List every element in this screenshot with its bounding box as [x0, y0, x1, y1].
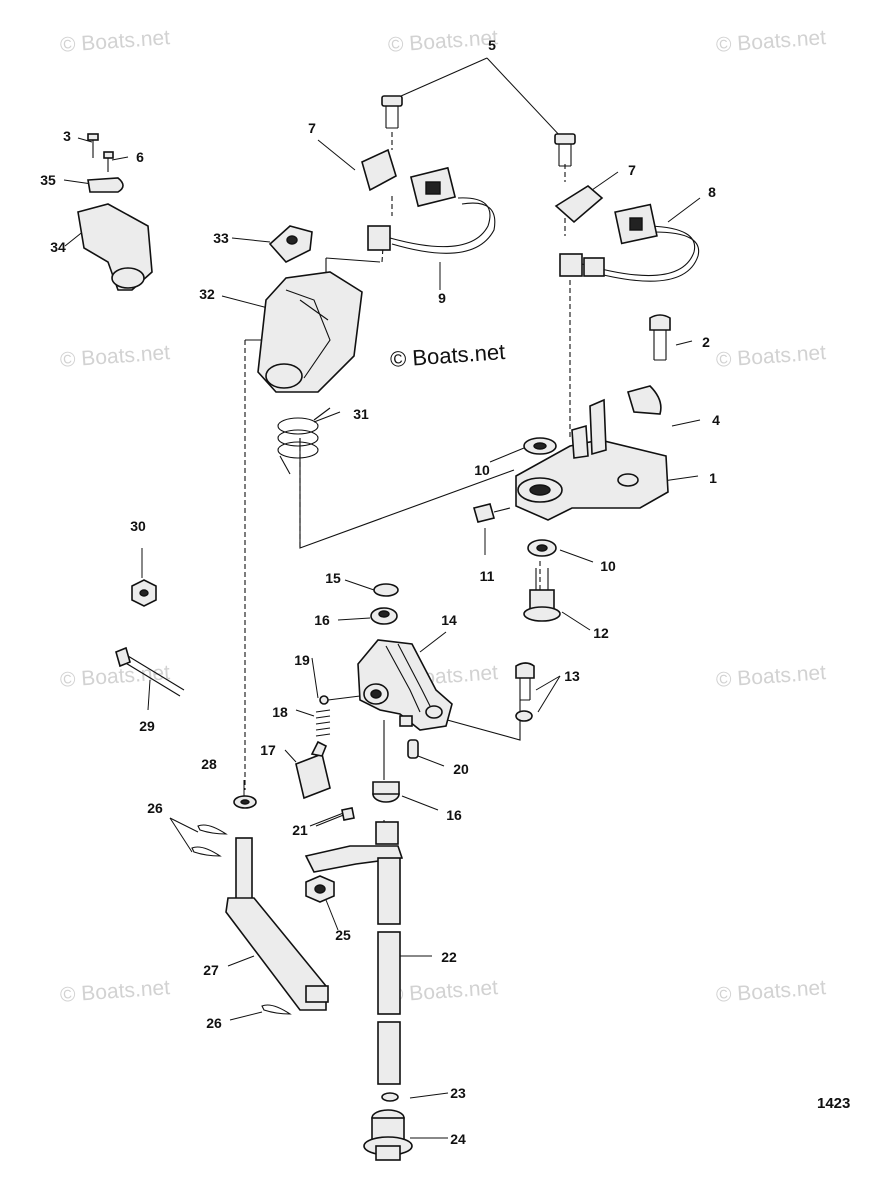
- linkage-arm-part-27: [225, 837, 329, 1011]
- spring-part-31: [277, 407, 331, 475]
- spring-part-18: [315, 709, 331, 737]
- callout-15: 15: [325, 570, 341, 586]
- callout-23: 23: [450, 1085, 466, 1101]
- plate-part-7-left: [361, 148, 397, 192]
- shoulder-bolt-part-12: [523, 568, 561, 622]
- switch-harness-part-9: [367, 166, 496, 254]
- bolt-part-13: [515, 662, 535, 722]
- callout-21: 21: [292, 822, 308, 838]
- ball-part-19: [319, 695, 329, 705]
- shift-lever-part-14: [357, 639, 453, 731]
- callout-7: 7: [628, 162, 636, 178]
- callout-6: 6: [136, 149, 144, 165]
- callout-16: 16: [314, 612, 330, 628]
- callout-26: 26: [147, 800, 163, 816]
- callout-20: 20: [453, 761, 469, 777]
- callout-11: 11: [479, 568, 495, 584]
- callout-28: 28: [201, 756, 217, 772]
- cotter-pin-part-26-upper-a: [197, 824, 228, 835]
- washer-part-15: [373, 583, 399, 597]
- bolt-part-2: [649, 314, 671, 361]
- bracket-part-1: [515, 398, 669, 521]
- callout-33: 33: [213, 230, 229, 246]
- callout-35: 35: [40, 172, 56, 188]
- callout-13: 13: [564, 668, 580, 684]
- screw-part-6: [103, 151, 114, 172]
- switch-harness-part-8: [559, 203, 700, 282]
- nut-part-30: [131, 579, 157, 607]
- bushing-part-24: [363, 1109, 413, 1161]
- callout-24: 24: [450, 1131, 466, 1147]
- callout-26: 26: [206, 1015, 222, 1031]
- callout-1: 1: [709, 470, 717, 486]
- o-ring-part-23: [381, 1092, 399, 1102]
- callout-5: 5: [488, 37, 496, 53]
- grommet-part-28: [233, 795, 257, 809]
- plunger-part-17: [295, 740, 331, 800]
- bushing-part-10-lower: [527, 539, 557, 557]
- callout-10: 10: [600, 558, 616, 574]
- bolt-part-29: [115, 646, 185, 697]
- callout-34: 34: [50, 239, 66, 255]
- cotter-pin-part-26-upper-b: [191, 846, 222, 857]
- lever-housing-part-32: [257, 271, 363, 393]
- callout-4: 4: [712, 412, 720, 428]
- nut-part-25: [305, 875, 335, 903]
- bolt-part-5-right: [554, 133, 576, 167]
- callout-14: 14: [441, 612, 457, 628]
- callout-25: 25: [335, 927, 351, 943]
- callout-19: 19: [294, 652, 310, 668]
- screw-part-3: [87, 133, 99, 158]
- cotter-pin-part-26-lower: [261, 1004, 292, 1015]
- clamp-part-4: [626, 385, 662, 415]
- callout-22: 22: [441, 949, 457, 965]
- callout-16: 16: [446, 807, 462, 823]
- clip-part-35: [87, 177, 124, 193]
- callout-31: 31: [353, 406, 369, 422]
- callout-7: 7: [308, 120, 316, 136]
- callout-8: 8: [708, 184, 716, 200]
- plate-part-7-right: [554, 185, 604, 224]
- screw-part-11: [473, 503, 511, 523]
- figure-number: 1423: [817, 1095, 851, 1112]
- callout-17: 17: [260, 742, 276, 758]
- nut-part-16-lower: [372, 781, 400, 803]
- callout-2: 2: [702, 334, 710, 350]
- callout-30: 30: [130, 518, 146, 534]
- shift-shaft-part-22: [304, 821, 404, 1085]
- screw-part-21: [315, 813, 347, 827]
- callout-18: 18: [272, 704, 288, 720]
- callout-10: 10: [474, 462, 490, 478]
- callout-12: 12: [593, 625, 609, 641]
- bolt-part-5-left: [381, 95, 403, 129]
- callout-32: 32: [199, 286, 215, 302]
- callout-9: 9: [438, 290, 446, 306]
- bushing-part-10-upper: [523, 437, 557, 455]
- pin-part-20: [407, 739, 419, 759]
- callout-3: 3: [63, 128, 71, 144]
- leader-lines: [63, 57, 701, 1139]
- callout-27: 27: [203, 962, 219, 978]
- callout-29: 29: [139, 718, 155, 734]
- nut-part-16-upper: [370, 607, 398, 625]
